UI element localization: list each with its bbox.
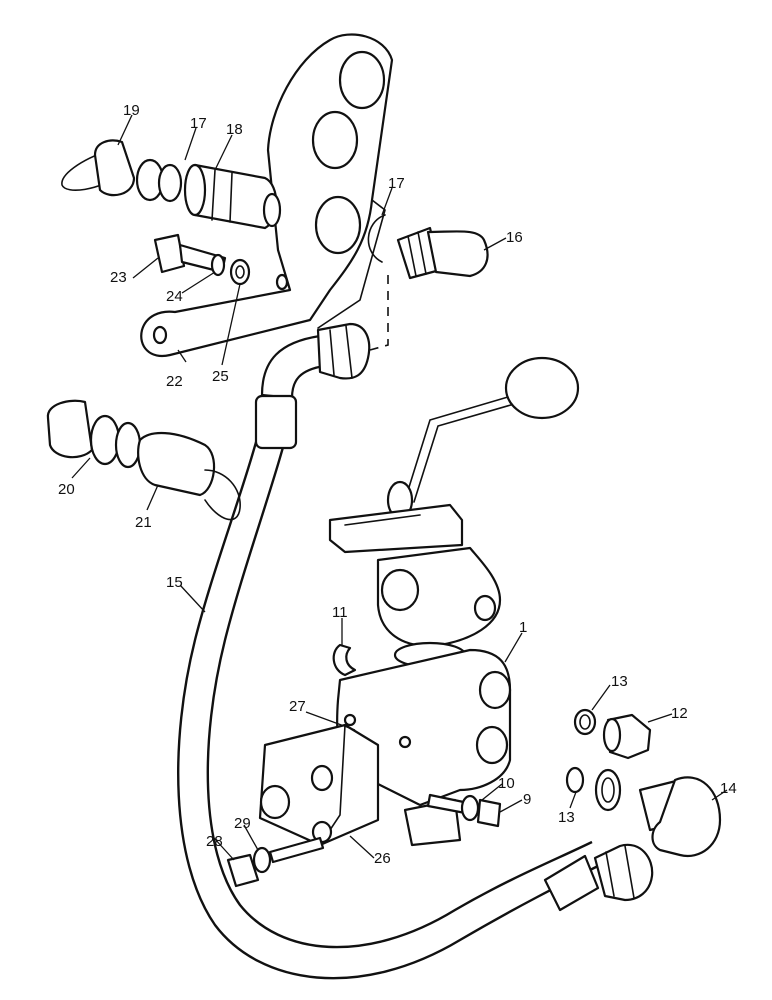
callout-14: 14 bbox=[720, 780, 737, 797]
callout-10: 10 bbox=[498, 775, 515, 792]
quick-coupler-lower bbox=[46, 399, 241, 521]
bolt-and-washers bbox=[153, 233, 251, 286]
callout-26: 26 bbox=[374, 850, 391, 867]
callout-23: 23 bbox=[110, 269, 127, 286]
mounting-bracket bbox=[140, 33, 394, 358]
callout-11: 11 bbox=[332, 604, 348, 621]
callout-9: 9 bbox=[523, 791, 531, 808]
callout-22: 22 bbox=[166, 373, 183, 390]
callout-13-upper: 13 bbox=[611, 673, 628, 690]
callout-29: 29 bbox=[234, 815, 251, 832]
callout-21: 21 bbox=[135, 514, 152, 531]
seal-ring-11 bbox=[332, 643, 357, 677]
callout-1: 1 bbox=[519, 619, 527, 636]
callout-16: 16 bbox=[506, 229, 523, 246]
callout-13-lower: 13 bbox=[558, 809, 575, 826]
elbow-fitting-upper bbox=[367, 214, 489, 351]
callout-labels: 1 9 10 11 12 13 13 14 15 16 17 17 18 19 … bbox=[58, 102, 737, 867]
control-valve-body bbox=[328, 356, 580, 847]
callout-28: 28 bbox=[206, 833, 223, 850]
callout-12: 12 bbox=[671, 705, 688, 722]
mounting-bolt-right bbox=[426, 793, 502, 828]
callout-17-right: 17 bbox=[388, 175, 405, 192]
callout-24: 24 bbox=[166, 288, 183, 305]
leader-lines bbox=[71, 114, 728, 861]
blanking-plug bbox=[573, 708, 652, 760]
callout-20: 20 bbox=[58, 481, 75, 498]
callout-25: 25 bbox=[212, 368, 229, 385]
hose-assembly bbox=[177, 322, 654, 980]
callout-17-left: 17 bbox=[190, 115, 207, 132]
callout-18: 18 bbox=[226, 121, 243, 138]
callout-19: 19 bbox=[123, 102, 140, 119]
callout-27: 27 bbox=[289, 698, 306, 715]
mounting-bolt-lower bbox=[226, 836, 325, 888]
callout-15: 15 bbox=[166, 574, 183, 591]
end-cap-block bbox=[258, 723, 380, 847]
quick-coupler-upper bbox=[61, 139, 282, 230]
elbow-fitting-lower bbox=[565, 766, 722, 858]
